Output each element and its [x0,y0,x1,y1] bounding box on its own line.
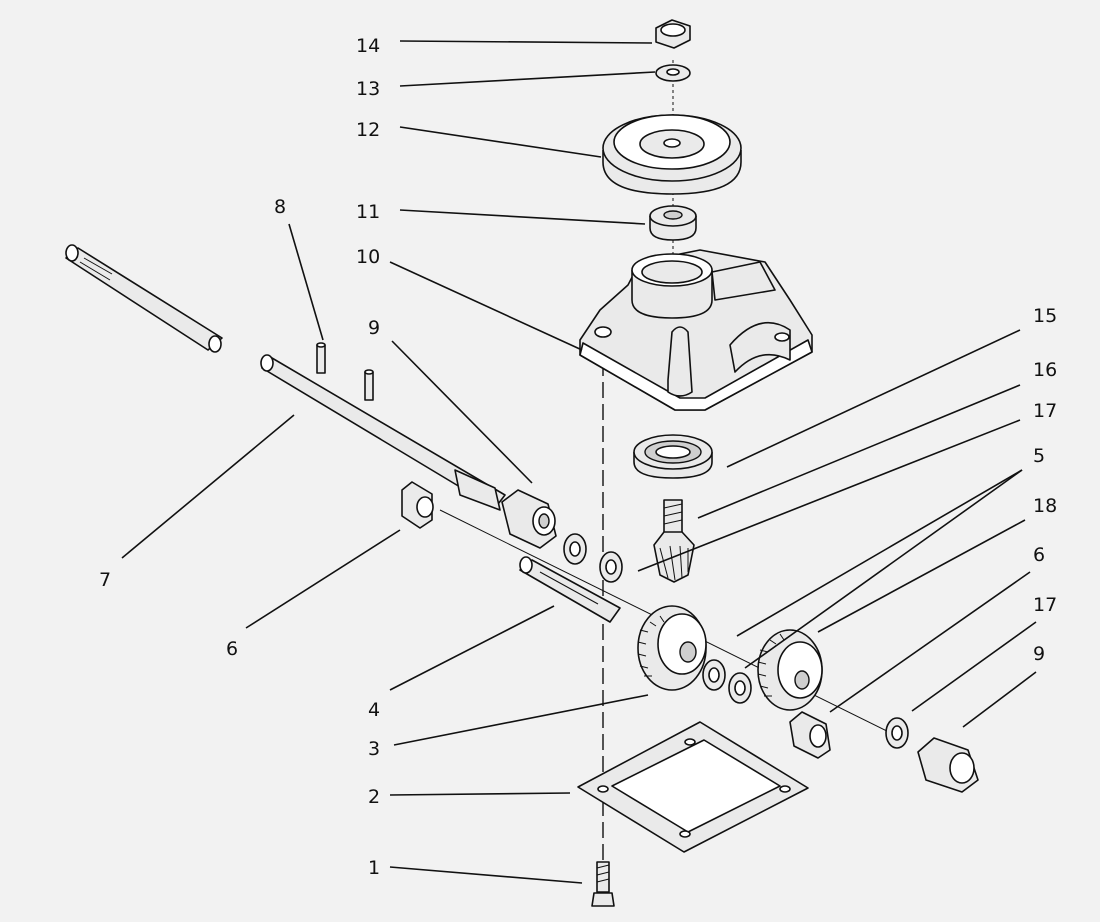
part-6-left-bushing [401,481,434,529]
leader-lines [121,40,1037,884]
label-9-lower: 9 [1033,643,1045,665]
washer-small [599,551,623,583]
label-2: 2 [368,786,380,808]
main-shaft [260,354,506,511]
label-9-upper: 9 [368,317,380,339]
part-9-bushing-lower [917,737,979,793]
part-12-pulley [602,114,742,195]
label-12: 12 [356,119,380,141]
label-18: 18 [1033,495,1057,517]
part-17-washer-upper [563,533,587,565]
part-5-washer-b [728,672,752,704]
label-15: 15 [1033,305,1057,327]
label-6-right: 6 [1033,544,1045,566]
label-6-left: 6 [226,638,238,660]
part-3-gear [637,605,707,691]
callout-labels: 14 13 12 11 10 8 9 7 6 4 3 2 1 15 16 17 … [99,35,1057,879]
part-16-pinion [653,499,695,583]
label-11: 11 [356,201,380,223]
label-10: 10 [356,246,380,268]
part-6-right-bushing [789,711,831,759]
part-18-gear [757,629,823,711]
label-5: 5 [1033,445,1045,467]
label-17-lower: 17 [1033,594,1057,616]
part-17-washer-lower [885,717,909,749]
part-9-bushing [501,489,557,549]
label-16: 16 [1033,359,1057,381]
part-8-pins [316,342,374,424]
label-1: 1 [368,857,380,879]
part-5-washer-a [702,659,726,691]
part-11-spacer [649,205,697,241]
part-10-housing [579,249,813,411]
label-8: 8 [274,196,286,218]
part-4-key-shaft [519,556,621,623]
part-2-gasket [577,721,809,853]
label-4: 4 [368,699,380,721]
label-14: 14 [356,35,380,57]
part-15-bearing [633,434,713,479]
label-17-upper: 17 [1033,400,1057,422]
part-13-washer [655,64,691,82]
label-13: 13 [356,78,380,100]
part-7-upper-shaft [65,244,223,353]
part-14-nut [655,19,691,49]
label-3: 3 [368,738,380,760]
part-1-bolt [591,861,615,907]
label-7: 7 [99,569,111,591]
